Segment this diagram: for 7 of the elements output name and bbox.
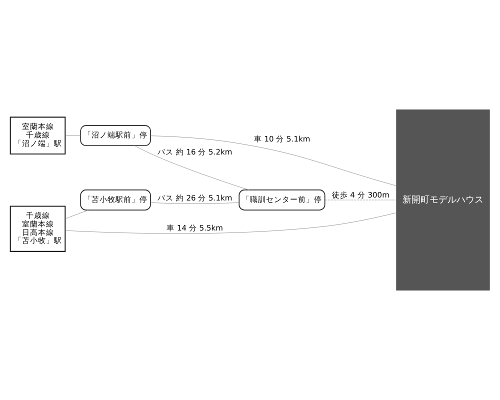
connector (134, 146, 250, 190)
connector (64, 212, 396, 234)
connector (150, 202, 240, 204)
node-box: 新開町モデルハウス (396, 109, 490, 291)
connector (65, 135, 81, 136)
connector (150, 136, 396, 186)
connector (65, 210, 89, 219)
